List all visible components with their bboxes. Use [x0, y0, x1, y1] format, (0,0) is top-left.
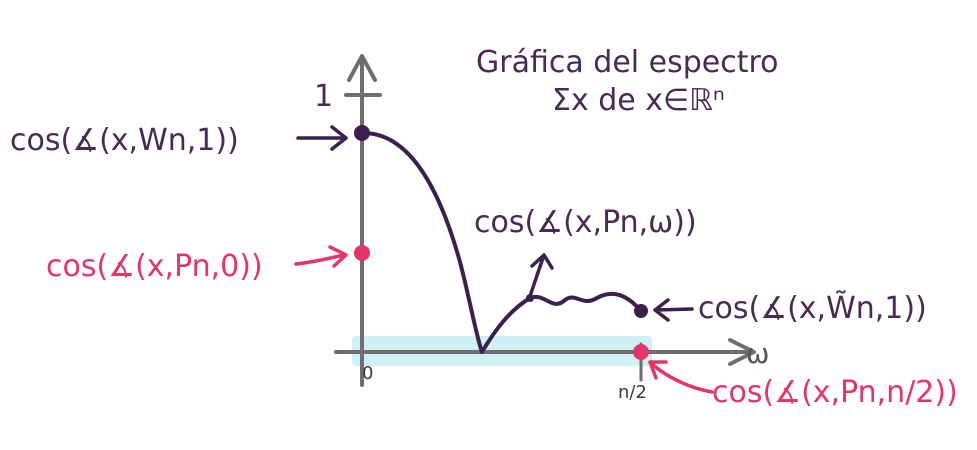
point-w-n1	[354, 125, 370, 141]
point-p-n0	[354, 245, 370, 261]
spectrum-curve	[360, 130, 643, 354]
annotation-p-nhalf: cos(∡(x,Pn,n/2))	[712, 375, 958, 410]
arrow-wtilde-n1	[653, 298, 694, 322]
point-p-nhalf	[633, 344, 649, 360]
title-line-2: Σx de x∈ℝⁿ	[552, 83, 725, 118]
title-line-1: Gráfica del espectro	[476, 45, 779, 80]
arrow-p-nw	[528, 253, 554, 298]
arrow-w-n1	[296, 125, 348, 151]
annotation-w-n1: cos(∡(x,Wn,1))	[10, 123, 239, 158]
y-axis-arrowhead	[347, 54, 377, 82]
x-end-tick-label: n/2	[618, 382, 647, 403]
arrow-p-nhalf	[648, 360, 714, 394]
x-axis-label: ω	[746, 337, 769, 370]
annotation-p-n0: cos(∡(x,Pn,0))	[46, 249, 263, 284]
x-axis-arrowhead	[728, 338, 756, 366]
annotation-wtilde-n1: cos(∡(x,W̃n,1))	[698, 291, 927, 326]
annotation-p-nw: cos(∡(x,Pn,ω))	[474, 205, 697, 240]
arrow-p-n0	[294, 245, 348, 268]
point-wtilde-n1	[634, 304, 648, 318]
x-origin-label: 0	[362, 363, 373, 384]
point-p-nw	[526, 294, 534, 302]
y-tick-label: 1	[314, 79, 333, 114]
